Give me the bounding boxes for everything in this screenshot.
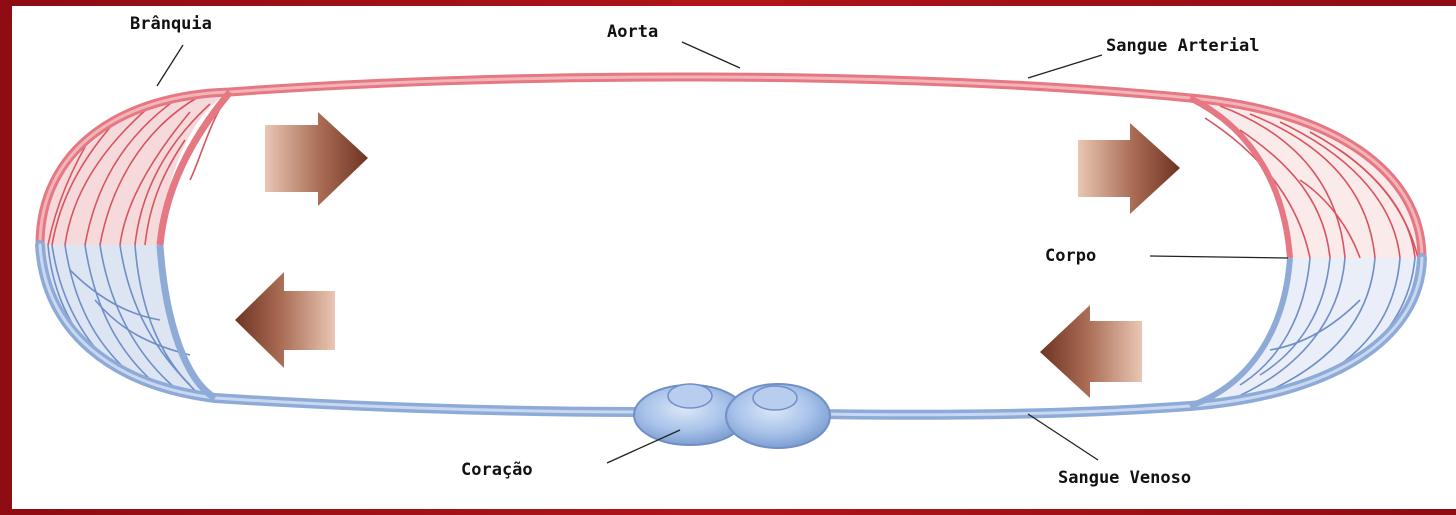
arrow-right-icon [1078,123,1180,214]
gill-capillary-bed [40,92,230,398]
heart-shape [634,384,830,448]
aorta-label: Aorta [607,24,658,41]
heart-leader-line [607,430,680,463]
aorta-leader-line [682,42,740,68]
arrow-left-icon [235,272,335,368]
arrow-right-icon [265,112,368,206]
body-leader-line [1150,256,1288,258]
arterial-blood-leader-line [1028,55,1102,78]
gill-leader-line [157,45,183,86]
heart-label: Coração [461,462,533,479]
body-capillary-bed [1190,98,1422,406]
gill-label: Brânquia [130,16,212,33]
aorta-vessel [40,77,1422,258]
body-label: Corpo [1045,248,1096,265]
arrow-left-icon [1040,305,1142,398]
venous-blood-leader-line [1028,414,1098,460]
arterial-blood-label: Sangue Arterial [1106,38,1260,55]
venous-blood-label: Sangue Venoso [1058,470,1191,487]
